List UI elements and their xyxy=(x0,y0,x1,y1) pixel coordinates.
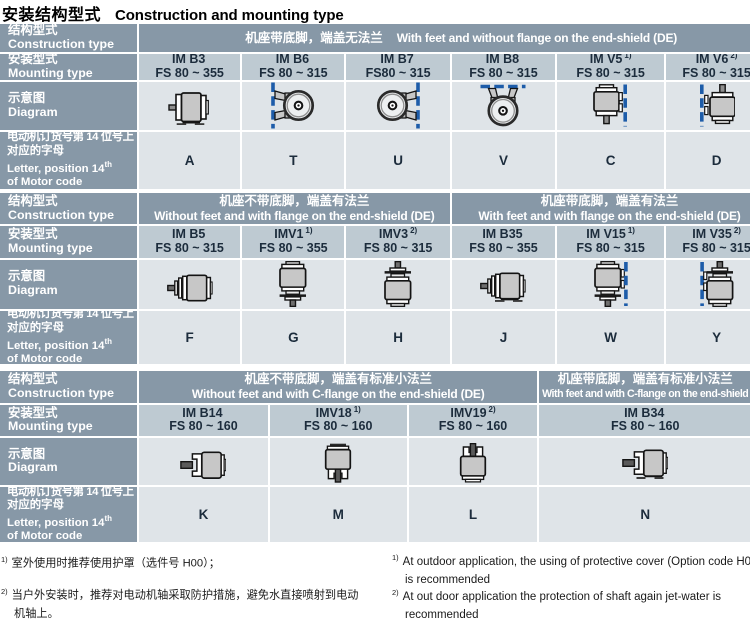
letter-im-b5: F xyxy=(139,310,241,364)
diagram-imv3 xyxy=(346,259,450,309)
diagram-im-v5 xyxy=(557,81,664,130)
diagram-im-b3 xyxy=(139,81,241,130)
diagram-imv1 xyxy=(242,259,345,309)
diagram-imv19 xyxy=(408,438,538,485)
letter-im-v15: W xyxy=(557,310,664,364)
diagram-im-b35 xyxy=(451,259,556,309)
diagram-im-b7 xyxy=(346,81,450,130)
motor-end-view-wall-left-icon xyxy=(271,82,315,129)
motor-cflange-left-icon xyxy=(180,451,227,480)
motor-side-view-feet-icon xyxy=(168,92,210,125)
motor-vertical-flange-shaft-up-icon xyxy=(384,261,412,307)
construction-type-row-label-3: 结构型式 Construction type xyxy=(0,371,137,403)
letter-imv18: M xyxy=(269,486,407,542)
motor-flange-left-icon xyxy=(166,273,213,302)
motor-flange-left-feet-icon xyxy=(480,271,527,302)
footnote-en-2: 2)At out door application the protection… xyxy=(392,588,722,622)
motor-vertical-cflange-shaft-down-icon xyxy=(325,443,352,483)
construction-type-row-label: 结构型式 Construction type xyxy=(0,24,137,52)
letter-im-b8: V xyxy=(451,131,556,189)
footnote-en-1: 1)At outdoor application, the using of p… xyxy=(392,553,750,587)
letter-imv1: G xyxy=(242,310,345,364)
diagram-im-v15 xyxy=(557,259,664,309)
motor-vertical-shaft-down-wall-right-icon xyxy=(593,84,628,127)
letter-im-b3: A xyxy=(139,131,241,189)
motor-vertical-cflange-shaft-up-icon xyxy=(459,442,487,483)
letter-im-b35: J xyxy=(451,310,556,364)
letter-row-label-2: 电动机订货号第 14 位号上 对应的字母 Letter, position 14… xyxy=(0,310,137,364)
letter-im-v5: C xyxy=(557,131,664,189)
diagram-im-b8 xyxy=(451,81,556,130)
page-title-zh: 安装结构型式 xyxy=(2,7,102,24)
diagram-im-v6 xyxy=(665,81,750,130)
diagram-row-label-3: 示意图 Diagram xyxy=(0,438,137,485)
letter-im-b6: T xyxy=(242,131,345,189)
diagram-im-v35 xyxy=(665,259,750,309)
mounting-type-row-label: 安装型式 Mounting type xyxy=(0,53,137,80)
diagram-im-b5 xyxy=(139,259,241,309)
diagram-im-b14 xyxy=(139,438,268,485)
page-title: 安装结构型式 Construction and mounting type xyxy=(2,1,344,25)
motor-vertical-flange-shaft-down-icon xyxy=(279,261,307,307)
mounting-type-row-label-2: 安装型式 Mounting type xyxy=(0,226,137,258)
diagram-row-label: 示意图 Diagram xyxy=(0,81,137,130)
letter-row-label: 电动机订货号第 14 位号上 对应的字母 Letter, position 14… xyxy=(0,131,137,189)
letter-im-v6: D xyxy=(665,131,750,189)
motor-vertical-flange-shaft-down-wall-right-icon xyxy=(593,261,628,307)
motor-end-view-ceiling-icon xyxy=(480,84,526,127)
footnote-zh-2: 2)当户外安装时，推荐对电动机轴采取防护措施，避免水直接喷射到电动 机轴上。 xyxy=(1,587,359,621)
construction-type-row-label-2: 结构型式 Construction type xyxy=(0,193,137,224)
letter-imv19: L xyxy=(408,486,538,542)
motor-vertical-flange-shaft-up-wall-left-icon xyxy=(699,261,734,307)
page-title-en: Construction and mounting type xyxy=(115,7,344,24)
footnote-zh-1: 1)室外使用时推荐使用护罩（选件号 H00）； xyxy=(1,555,220,570)
letter-imv3: H xyxy=(346,310,450,364)
diagram-row-label-2: 示意图 Diagram xyxy=(0,259,137,309)
motor-vertical-shaft-up-wall-left-icon xyxy=(700,84,736,127)
letter-row-label-3: 电动机订货号第 14 位号上 对应的字母 Letter, position 14… xyxy=(0,486,137,542)
mounting-type-row-label-3: 安装型式 Mounting type xyxy=(0,404,137,436)
letter-im-b7: U xyxy=(346,131,450,189)
diagram-im-b34 xyxy=(539,438,750,485)
motor-cflange-left-feet-icon xyxy=(622,449,669,479)
motor-end-view-wall-right-icon xyxy=(377,82,420,129)
letter-im-b14: K xyxy=(139,486,268,542)
diagram-imv18 xyxy=(269,438,407,485)
letter-im-v35: Y xyxy=(665,310,750,364)
letter-im-b34: N xyxy=(539,486,750,542)
diagram-im-b6 xyxy=(242,81,345,130)
